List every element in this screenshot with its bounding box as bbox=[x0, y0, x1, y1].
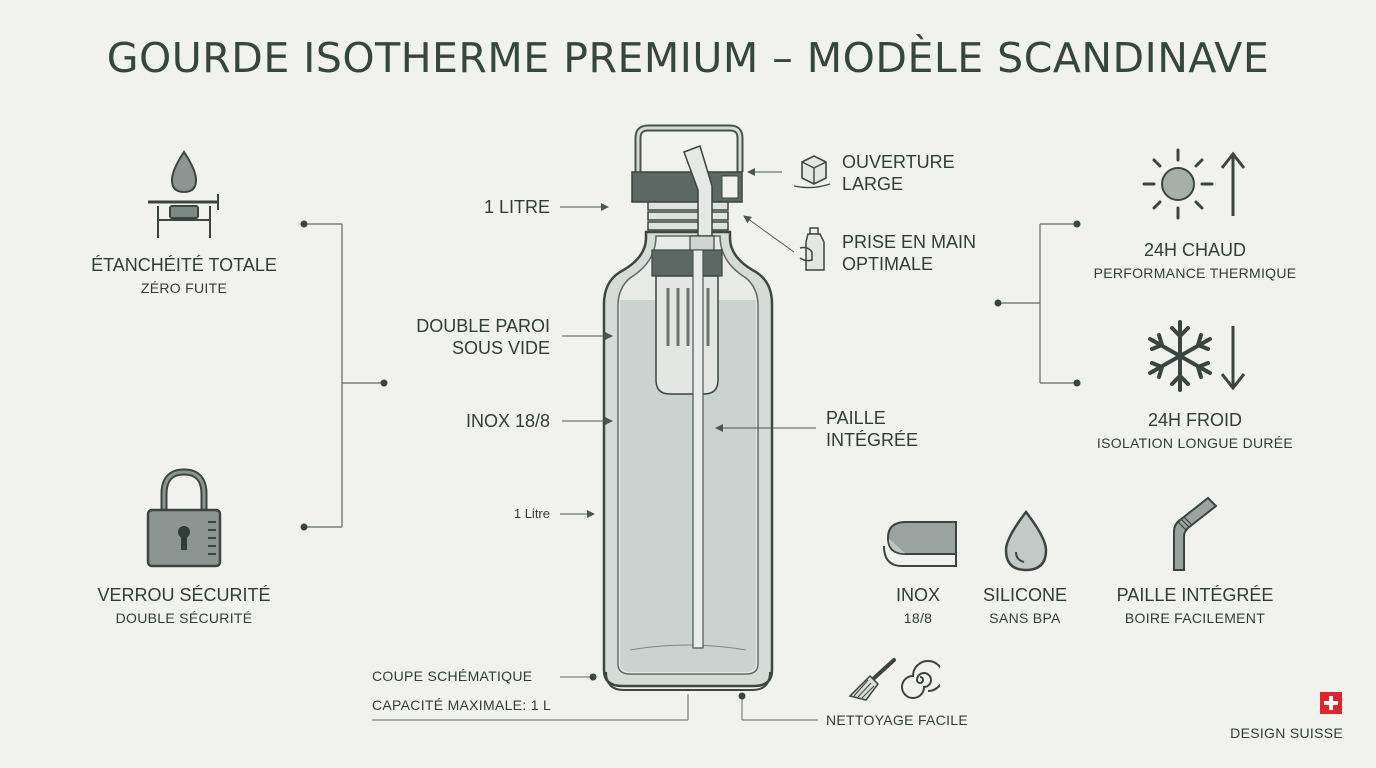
feature-lock-title: VERROU SÉCURITÉ bbox=[97, 585, 271, 605]
label-straw-1: PAILLE bbox=[826, 408, 886, 428]
label-grip-1: PRISE EN MAIN bbox=[842, 232, 977, 252]
material-silicone-subtitle: SANS BPA bbox=[989, 610, 1061, 626]
label-1-litre-small: 1 Litre bbox=[513, 506, 550, 521]
drop-icon bbox=[148, 150, 219, 238]
label-opening-2: LARGE bbox=[842, 174, 904, 194]
feature-sealing-subtitle: ZÉRO FUITE bbox=[140, 280, 228, 296]
feature-cold-subtitle: ISOLATION LONGUE DURÉE bbox=[1096, 435, 1294, 451]
material-straw-subtitle: BOIRE FACILEMENT bbox=[1124, 610, 1266, 626]
bottle-drawing bbox=[602, 124, 774, 691]
material-steel-subtitle: 18/8 bbox=[903, 610, 933, 626]
steel-sheet-icon bbox=[883, 521, 957, 567]
ice-cube-icon bbox=[793, 155, 831, 189]
label-double-wall-1: DOUBLE PAROI bbox=[416, 316, 550, 336]
silicone-drop-icon bbox=[1004, 509, 1048, 572]
straw-icon bbox=[1173, 496, 1218, 571]
brand-label: DESIGN SUISSE bbox=[1230, 725, 1343, 741]
feature-lock-subtitle: DOUBLE SÉCURITÉ bbox=[115, 610, 253, 626]
material-silicone-title: SILICONE bbox=[982, 585, 1068, 605]
material-steel-title: INOX bbox=[895, 585, 940, 605]
snowflake-icon bbox=[1148, 320, 1212, 392]
label-straw-2: INTÉGRÉE bbox=[826, 430, 919, 450]
page-title: GOURDE ISOTHERME PREMIUM – MODÈLE SCANDI… bbox=[106, 34, 1270, 82]
label-1-litre: 1 LITRE bbox=[483, 197, 550, 217]
sun-icon bbox=[1142, 148, 1214, 220]
material-straw-title: PAILLE INTÉGRÉE bbox=[1116, 585, 1274, 605]
bottle-hand-icon bbox=[799, 227, 825, 271]
arrow-down-icon bbox=[1220, 326, 1246, 391]
feature-cold-title: 24H FROID bbox=[1147, 410, 1243, 430]
swirl-icon bbox=[901, 660, 940, 699]
padlock-icon bbox=[146, 468, 222, 568]
label-steel: INOX 18/8 bbox=[465, 411, 550, 431]
right-bracket bbox=[998, 223, 1077, 384]
swiss-flag-icon bbox=[1320, 692, 1342, 714]
label-schematic-cut: COUPE SCHÉMATIQUE bbox=[372, 668, 533, 684]
brush-icon bbox=[848, 658, 896, 701]
label-max-capacity: CAPACITÉ MAXIMALE: 1 L bbox=[372, 697, 552, 713]
label-double-wall-2: SOUS VIDE bbox=[451, 338, 550, 358]
label-grip-2: OPTIMALE bbox=[842, 254, 934, 274]
label-opening-1: OUVERTURE bbox=[842, 152, 955, 172]
feature-hot-subtitle: PERFORMANCE THERMIQUE bbox=[1093, 265, 1297, 281]
label-easy-cleaning: NETTOYAGE FACILE bbox=[826, 712, 968, 728]
feature-hot-title: 24H CHAUD bbox=[1143, 240, 1247, 260]
feature-sealing-title: ÉTANCHÉITÉ TOTALE bbox=[91, 255, 277, 275]
left-bracket bbox=[304, 223, 383, 528]
arrow-up-icon bbox=[1220, 151, 1246, 216]
